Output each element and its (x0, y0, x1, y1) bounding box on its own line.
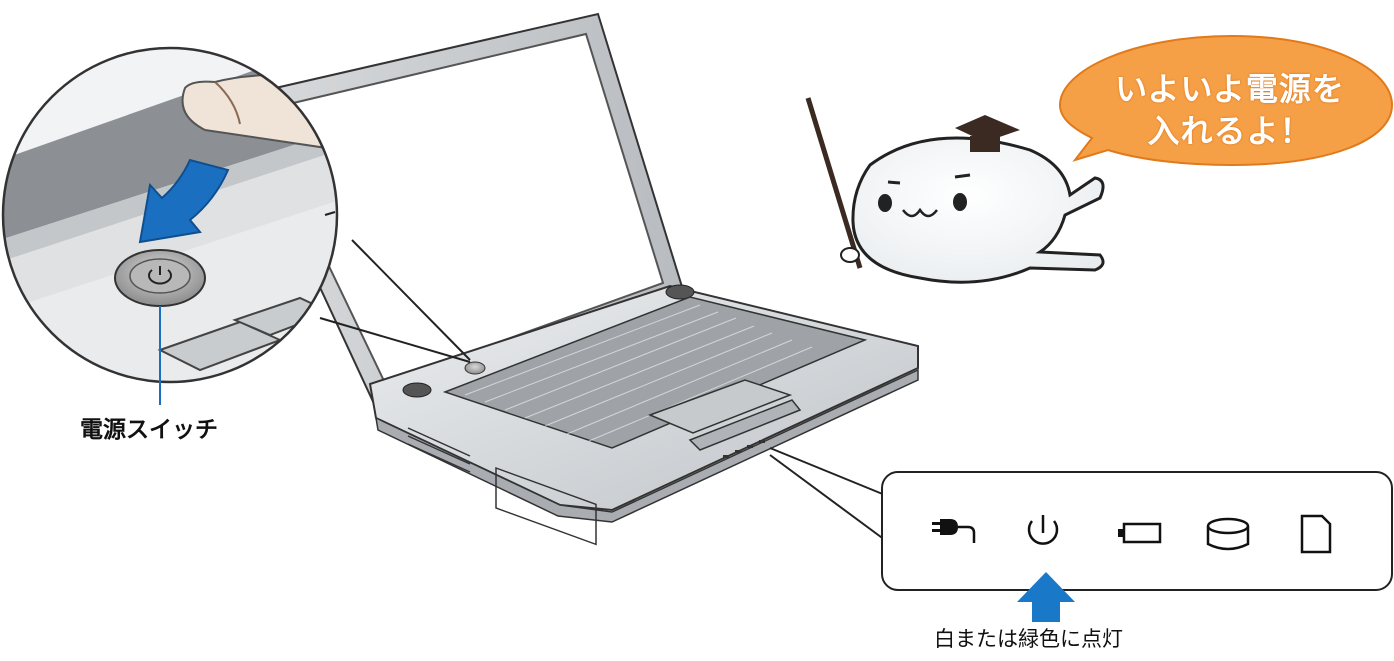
indicator-caption: 白または緑色に点灯 (934, 627, 1123, 651)
touchpad (647, 379, 793, 434)
mascot-body (851, 136, 1105, 284)
power-switch-label: 電源スイッチ (80, 417, 218, 443)
side-ports (495, 466, 597, 546)
indicator-arrow-icon (1017, 572, 1075, 622)
pointer-stick (805, 97, 863, 269)
graduation-cap-icon (955, 115, 1020, 142)
indicator-panel (881, 471, 1393, 591)
indicator-callout (769, 447, 1393, 622)
touchpad-buttons (688, 399, 802, 451)
speech-bubble (1058, 34, 1394, 167)
zoom-connector (319, 239, 471, 363)
keyboard (442, 296, 868, 449)
laptop-front (375, 368, 919, 523)
ac-adapter-icon (932, 519, 976, 543)
power-icon (1027, 515, 1059, 545)
battery-icon (1118, 522, 1162, 544)
side-vents (407, 427, 471, 473)
disk-icon (1206, 517, 1250, 551)
zoom-callout (1, 46, 471, 405)
speech-line-1: いよいよ電源を (1115, 70, 1345, 108)
keyboard-keys (464, 304, 813, 442)
front-indicators (723, 440, 765, 458)
laptop-screen (253, 32, 665, 385)
laptop (230, 12, 919, 546)
press-arrow-icon (138, 158, 230, 244)
laptop-power-button (464, 361, 486, 375)
speaker-left (402, 382, 432, 398)
speech-line-2: 入れるよ！ (1147, 112, 1313, 150)
memory-card-icon (1300, 514, 1332, 554)
speech-bubble-text: いよいよ電源を 入れるよ！ (1090, 68, 1370, 152)
speaker-right (665, 284, 695, 300)
mascot (805, 97, 1105, 284)
